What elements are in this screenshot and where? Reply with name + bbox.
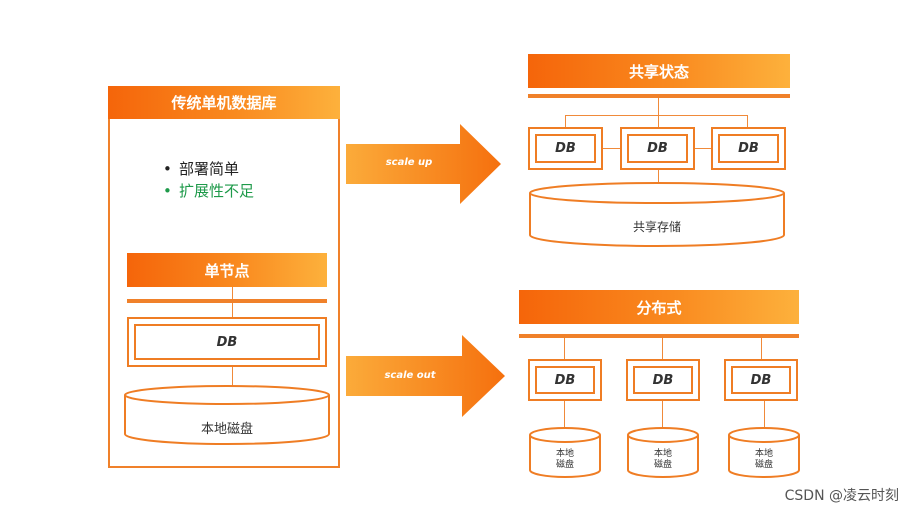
local-disk-label: 本地 磁盘 — [555, 449, 574, 470]
feature-list: • 部署简单 • 扩展性不足 — [163, 158, 254, 202]
connector-line — [658, 98, 659, 128]
local-disk-label: 本地磁盘 — [200, 422, 253, 437]
connector-line — [658, 170, 659, 184]
feature-text: 部署简单 — [179, 160, 240, 178]
traditional-db-title: 传统单机数据库 — [108, 86, 340, 119]
distributed-db-box: DB — [724, 359, 798, 401]
local-disk-label: 本地 磁盘 — [754, 449, 773, 470]
distributed-header: 分布式 — [519, 290, 799, 324]
shared-storage-cylinder — [529, 182, 785, 247]
db-label: DB — [535, 366, 595, 394]
connector-line — [761, 338, 762, 360]
db-box: DB — [127, 317, 327, 367]
connector-line — [603, 148, 620, 149]
local-disk-cylinder — [124, 385, 330, 445]
connector-line — [564, 338, 565, 360]
scale-out-label: scale out — [384, 370, 436, 381]
scale-out-arrow — [346, 335, 505, 417]
shared-db-box: DB — [711, 127, 786, 170]
distributed-db-box: DB — [626, 359, 700, 401]
connector-line — [695, 148, 711, 149]
watermark: CSDN @凌云时刻 — [784, 488, 899, 504]
local-disk-cylinder — [529, 427, 601, 478]
distributed-db-box: DB — [528, 359, 602, 401]
node-bar — [127, 299, 327, 303]
connector-line — [565, 115, 748, 116]
bullet-icon: • — [163, 160, 172, 178]
connector-line — [565, 115, 566, 128]
scale-up-arrow — [346, 124, 501, 204]
connector-line — [232, 287, 233, 299]
feature-item: • 扩展性不足 — [163, 180, 254, 202]
feature-item: • 部署简单 — [163, 158, 254, 180]
shared-db-box: DB — [620, 127, 695, 170]
distributed-bar — [519, 334, 799, 338]
shared-state-header: 共享状态 — [528, 54, 790, 88]
local-disk-cylinder — [627, 427, 699, 478]
connector-line — [764, 401, 765, 428]
connector-line — [747, 115, 748, 128]
db-label: DB — [134, 324, 320, 360]
bullet-icon: • — [163, 182, 172, 200]
connector-line — [232, 367, 233, 387]
connector-line — [662, 401, 663, 428]
connector-line — [564, 401, 565, 428]
local-disk-label: 本地 磁盘 — [653, 449, 672, 470]
single-node-header: 单节点 — [127, 253, 327, 287]
shared-storage-label: 共享存储 — [632, 220, 681, 234]
connector-line — [232, 303, 233, 317]
feature-text: 扩展性不足 — [179, 182, 255, 200]
db-label: DB — [718, 134, 779, 163]
scale-up-label: scale up — [385, 157, 433, 168]
shared-state-bar — [528, 94, 790, 98]
local-disk-cylinder — [728, 427, 800, 478]
db-label: DB — [535, 134, 596, 163]
db-label: DB — [731, 366, 791, 394]
db-label: DB — [633, 366, 693, 394]
shared-db-box: DB — [528, 127, 603, 170]
connector-line — [662, 338, 663, 360]
db-label: DB — [627, 134, 688, 163]
